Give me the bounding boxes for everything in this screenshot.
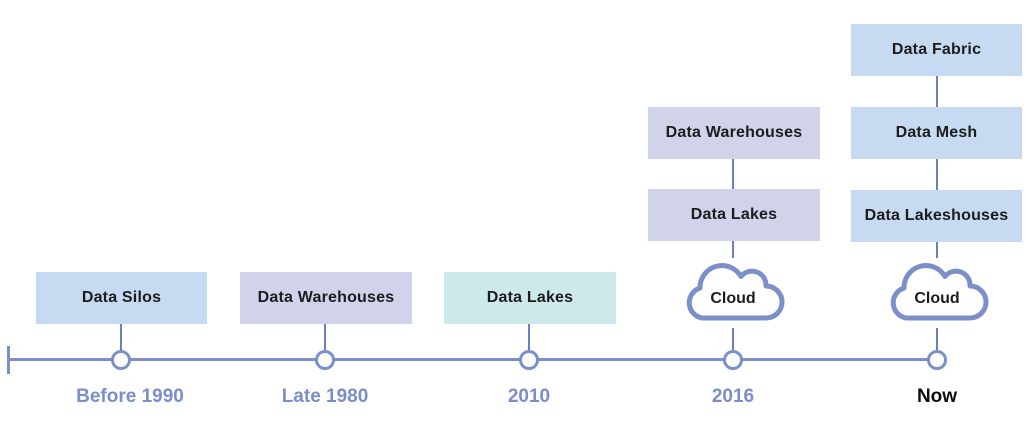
era-box-label: Data Silos [81,289,162,306]
timeline-axis [8,358,937,361]
era-box-data-fabric: Data Fabric [851,24,1022,76]
era-box-label: Data Mesh [895,124,978,141]
connector-line [120,324,122,350]
connector-line [732,159,734,189]
year-label-now: Now [916,386,958,407]
era-box-label: Data Lakes [486,289,574,306]
year-label-before-1990: Before 1990 [76,386,184,407]
era-box-label: Data Lakeshouses [864,207,1009,224]
era-box-data-mesh: Data Mesh [851,107,1022,159]
era-box-label: Data Fabric [891,41,982,58]
era-box-label: Data Warehouses [665,124,803,141]
timeline-node-late-1980 [315,350,335,370]
connector-line [936,76,938,107]
connector-line [936,159,938,190]
year-label-late-1980: Late 1980 [281,386,369,407]
cloud-icon: Cloud [680,254,786,330]
era-box-data-warehouses-2016: Data Warehouses [648,107,820,159]
era-box-data-lakes-2016: Data Lakes [648,189,820,241]
connector-line [936,242,938,258]
era-box-data-silos: Data Silos [36,272,207,324]
connector-line [732,241,734,258]
era-box-label: Data Warehouses [257,289,395,306]
cloud-label: Cloud [710,290,756,307]
year-label-2016: 2016 [711,386,755,407]
timeline-node-2010 [519,350,539,370]
connector-line [732,328,734,350]
connector-line [528,324,530,350]
connector-line [324,324,326,350]
era-box-label: Data Lakes [690,206,778,223]
era-box-data-lakeshouses: Data Lakeshouses [851,190,1022,242]
connector-line [936,328,938,350]
cloud-label: Cloud [914,290,960,307]
era-box-data-lakes-2010: Data Lakes [444,272,616,324]
timeline-node-now [927,350,947,370]
timeline-node-before-1990 [111,350,131,370]
era-box-data-warehouses-1980: Data Warehouses [240,272,412,324]
cloud-icon: Cloud [884,254,990,330]
timeline-node-2016 [723,350,743,370]
year-label-2010: 2010 [507,386,551,407]
